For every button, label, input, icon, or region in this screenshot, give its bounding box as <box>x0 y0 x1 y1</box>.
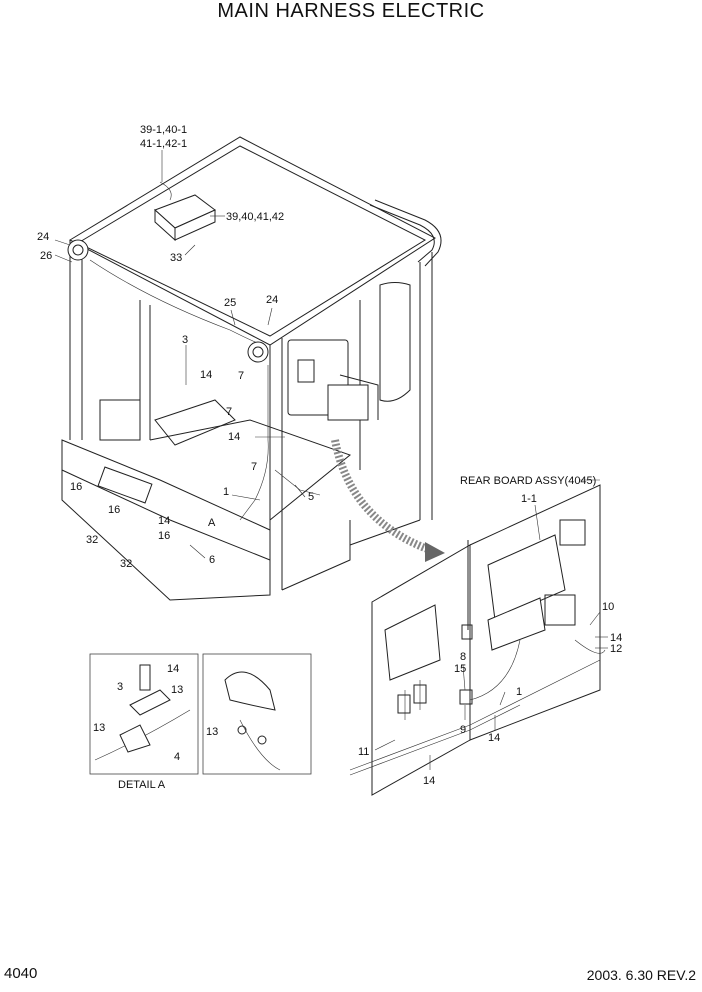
cab-illustration <box>61 136 445 601</box>
callout-32-a: 32 <box>86 534 98 546</box>
callout-16-b: 16 <box>108 504 120 516</box>
detail-b-box <box>202 653 312 775</box>
detail-callout-13-b: 13 <box>93 722 105 734</box>
callout-16-a: 16 <box>70 481 82 493</box>
detail-callout-14: 14 <box>167 663 179 675</box>
callout-14-d: 14 <box>610 632 622 644</box>
callout-1-a: 1 <box>223 486 229 498</box>
callout-labels: 39-1,40-1 41-1,42-1 39,40,41,42 33 24 26… <box>37 124 622 791</box>
page-number: 4040 <box>4 965 38 982</box>
callout-15: 15 <box>454 663 466 675</box>
callout-39-1: 39-1,40-1 <box>140 124 187 136</box>
assembly-label: REAR BOARD ASSY(4045) <box>460 475 596 487</box>
callout-9: 9 <box>460 724 466 736</box>
callout-16-c: 16 <box>158 530 170 542</box>
radio-unit <box>154 194 216 242</box>
page-title: MAIN HARNESS ELECTRIC <box>217 0 485 22</box>
callout-14-e: 14 <box>488 732 500 744</box>
callout-24-left: 24 <box>37 231 49 243</box>
detail-caption: DETAIL A <box>118 779 166 791</box>
callout-7-b: 7 <box>226 406 232 418</box>
callout-5: 5 <box>308 491 314 503</box>
callout-12: 12 <box>610 643 622 655</box>
callout-1-b: 1 <box>516 686 522 698</box>
speaker-left <box>67 239 89 261</box>
callout-39: 39,40,41,42 <box>226 211 284 223</box>
callout-14-a: 14 <box>200 369 212 381</box>
callout-24-right: 24 <box>266 294 278 306</box>
callout-14-c: 14 <box>158 515 170 527</box>
relay-box <box>327 384 369 421</box>
leader-lines <box>54 150 608 770</box>
callout-25: 25 <box>224 297 236 309</box>
detail-marker-a: A <box>208 517 216 529</box>
callout-8: 8 <box>460 651 466 663</box>
callout-41-1: 41-1,42-1 <box>140 138 187 150</box>
cab-front-panel <box>61 439 271 601</box>
callout-14-f: 14 <box>423 775 435 787</box>
callout-1-1: 1-1 <box>521 493 537 505</box>
rear-board-assembly <box>349 484 606 796</box>
callout-7-a: 7 <box>238 370 244 382</box>
revision-stamp: 2003. 6.30 REV.2 <box>586 967 696 983</box>
detail-a-box <box>89 653 199 775</box>
callout-33: 33 <box>170 252 182 264</box>
callout-11: 11 <box>358 746 369 758</box>
callout-32-b: 32 <box>120 558 132 570</box>
cab-roof <box>68 136 436 346</box>
callout-3: 3 <box>182 334 188 346</box>
callout-14-b: 14 <box>228 431 240 443</box>
callout-26: 26 <box>40 250 52 262</box>
callout-7-c: 7 <box>251 461 257 473</box>
callout-6: 6 <box>209 554 215 566</box>
speaker-right <box>247 341 269 363</box>
detail-callout-13-a: 13 <box>171 684 183 696</box>
detail-callout-13-c: 13 <box>206 726 218 738</box>
detail-callout-4: 4 <box>174 751 180 763</box>
callout-10: 10 <box>602 601 614 613</box>
detail-callout-3: 3 <box>117 681 123 693</box>
